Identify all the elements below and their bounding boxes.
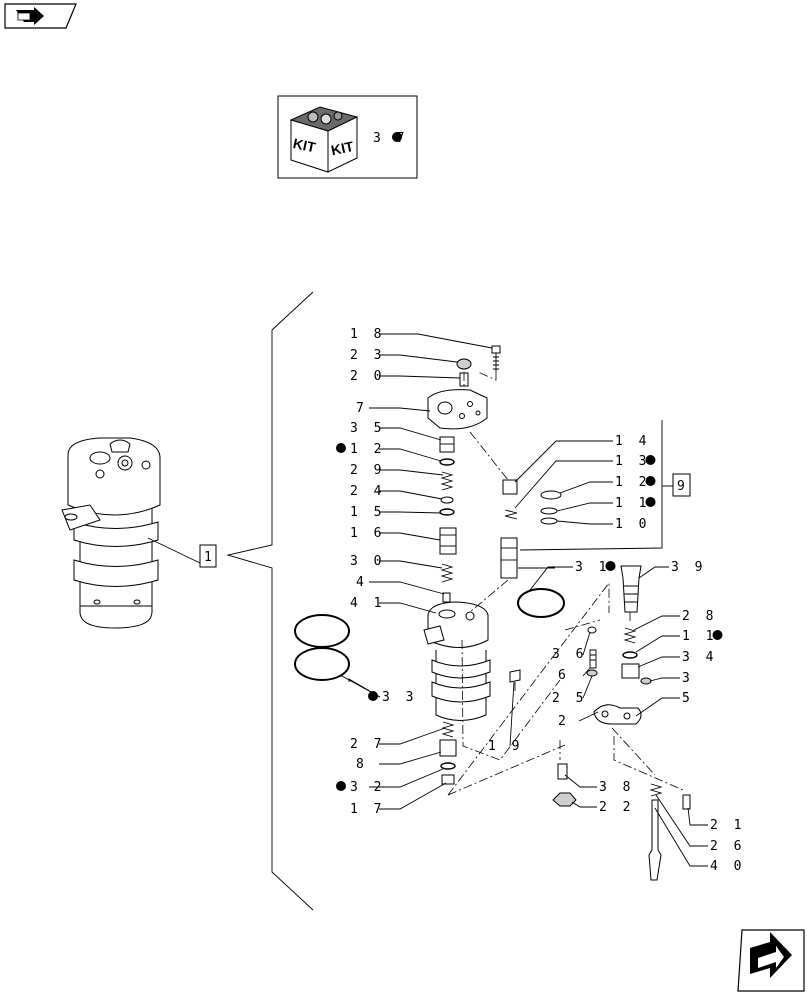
kit-cube-icon — [289, 106, 359, 173]
callout-label-c29: 2 9 — [350, 463, 385, 478]
kit-label-right: KIT — [330, 138, 356, 158]
callout-label-c2: 2 — [558, 714, 570, 729]
exploded-view-brace — [226, 291, 314, 911]
callout-label-c25: 2 5 — [552, 691, 587, 706]
callout-label-c8: 8 — [356, 757, 368, 772]
o-ring-33-upper — [294, 614, 350, 648]
callout-label-c17: 1 7 — [350, 802, 385, 817]
assembly-axes — [447, 371, 684, 796]
callout-label-c35: 3 5 — [350, 421, 385, 436]
callout-label-c13: 1 3 — [615, 454, 650, 469]
kit-bullet-icon — [336, 781, 346, 791]
callout-label-c7: 7 — [356, 401, 368, 416]
callout-label-c19: 1 9 — [488, 739, 523, 754]
kit-bullet-icon — [645, 497, 656, 507]
callout-label-c23: 2 3 — [350, 348, 385, 363]
callout-label-c12b: 1 2 — [615, 475, 650, 490]
callout-label-c30: 3 0 — [350, 554, 385, 569]
callout-label-c16: 1 6 — [350, 526, 385, 541]
callout-label-c31: 3 1 — [575, 560, 610, 575]
callout-label-c6: 6 — [558, 668, 570, 683]
assembly-ref-number: 1 — [204, 550, 216, 565]
callout-label-c33: 3 3 — [382, 690, 417, 705]
kit-label-left: KIT — [292, 135, 318, 155]
callout-label-c24: 2 4 — [350, 484, 385, 499]
callout-label-c34: 3 4 — [682, 650, 717, 665]
callout-label-c4: 4 — [356, 575, 368, 590]
kit-bullet-icon — [605, 561, 616, 571]
callout-label-c21: 2 1 — [710, 818, 745, 833]
o-ring-33-lower — [294, 647, 350, 681]
group-ref-number: 9 — [677, 479, 689, 494]
manual-override-parts — [552, 565, 691, 881]
callout-labels: 1 8 2 3 2 0 7 3 5 1 2 2 9 2 4 1 5 1 6 3 0 4 4 1 1 4 1 … — [336, 327, 745, 874]
kit-reference-box[interactable]: KIT KIT 3 7 — [277, 95, 418, 179]
callout-label-c14: 1 4 — [615, 434, 650, 449]
callout-label-c10: 1 0 — [615, 517, 650, 532]
kit-ref-bullet — [392, 132, 402, 142]
callout-label-c26: 2 6 — [710, 839, 745, 854]
valve-cartridge-parts — [500, 479, 562, 579]
callout-label-c18: 1 8 — [350, 327, 385, 342]
callout-label-c36: 3 6 — [552, 647, 587, 662]
callout-label-c28: 2 8 — [682, 609, 717, 624]
kit-bullet-icon — [645, 455, 656, 465]
callout-label-c5: 5 — [682, 691, 694, 706]
callout-label-c3: 3 — [682, 671, 694, 686]
callout-label-c22: 2 2 — [599, 800, 634, 815]
kit-bullet-icon — [712, 630, 723, 640]
kit-bullet-icon — [645, 476, 656, 486]
callout-label-c27: 2 7 — [350, 737, 385, 752]
next-page-icon[interactable] — [737, 929, 805, 992]
callout-label-c38: 3 8 — [599, 780, 634, 795]
o-ring-31 — [517, 588, 565, 618]
callout-label-c20: 2 0 — [350, 369, 385, 384]
callout-label-c15: 1 5 — [350, 505, 385, 520]
callout-label-c39: 3 9 — [671, 560, 706, 575]
page-back-icon[interactable] — [4, 3, 77, 29]
assembly-ref-box[interactable]: 1 — [199, 544, 217, 568]
kit-ref-number: 3 7 — [373, 131, 408, 146]
group-ref-box[interactable]: 9 — [672, 473, 691, 497]
leader-lines — [339, 333, 708, 867]
center-parts — [423, 345, 521, 785]
callout-label-c40: 4 0 — [710, 859, 745, 874]
valve-assembly-drawing — [61, 437, 161, 629]
callout-label-c41: 4 1 — [350, 596, 385, 611]
kit-bullet-icon — [368, 691, 378, 701]
callout-label-c11b: 1 1 — [682, 629, 717, 644]
kit-bullet-icon — [336, 443, 346, 453]
callout-label-c12a: 1 2 — [350, 442, 385, 457]
callout-label-c11a: 1 1 — [615, 496, 650, 511]
callout-label-c32: 3 2 — [350, 780, 385, 795]
